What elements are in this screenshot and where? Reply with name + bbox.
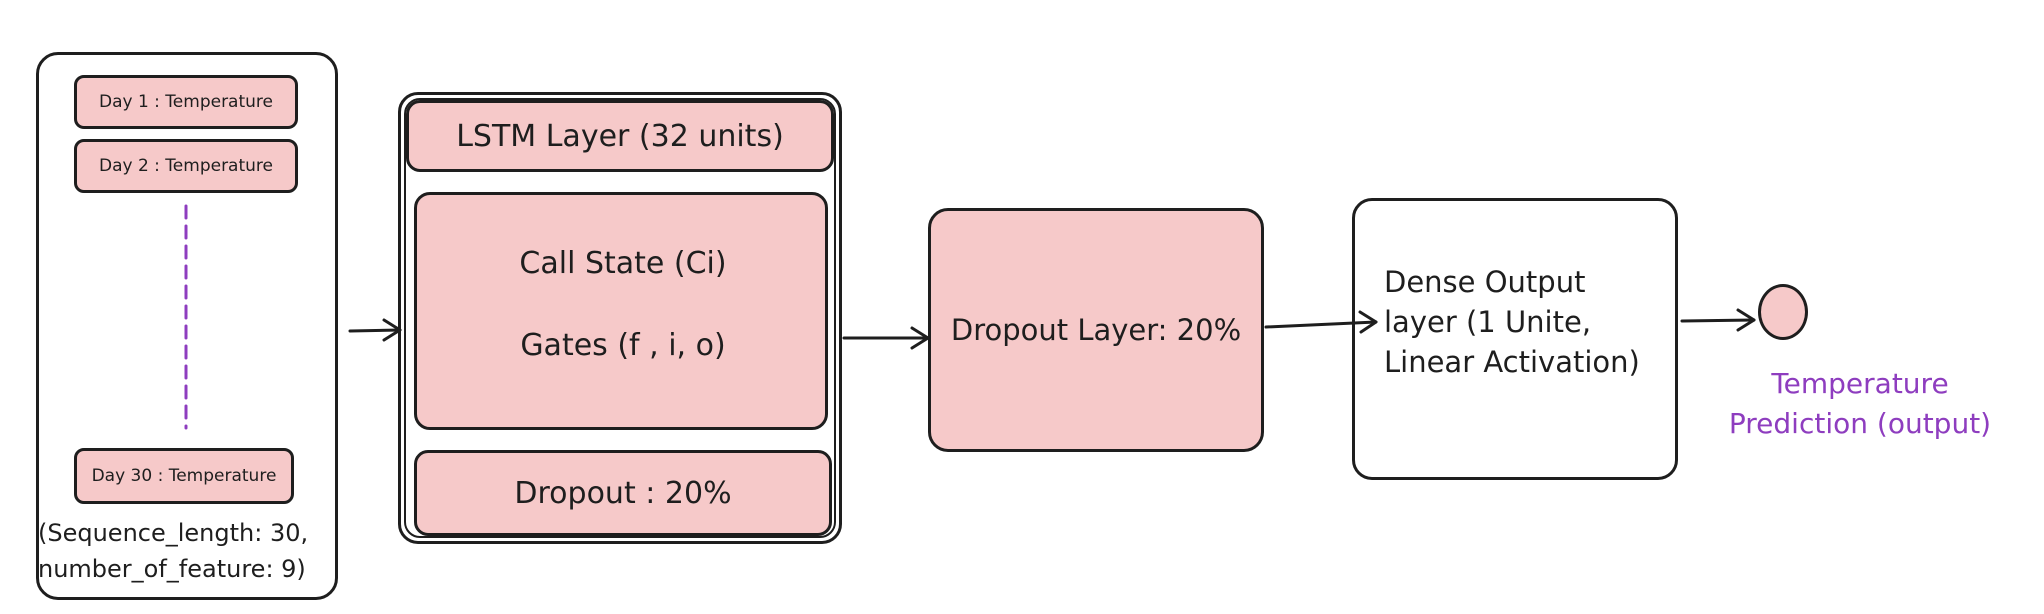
lstm-cell-node [414,192,828,430]
dense-output-label: Dense Output layer (1 Unite, Linear Acti… [1384,265,1640,379]
gates-label: Gates (f , i, o) [520,328,726,363]
lstm-dropout-label: Dropout : 20% [514,475,732,511]
input-shape-note: (Sequence_length: 30, number_of_feature:… [38,519,309,583]
day-30-node: Day 30 : Temperature [74,448,294,504]
day-1-node: Day 1 : Temperature [74,75,298,129]
dropout-layer-label: Dropout Layer: 20% [950,313,1242,347]
day-2-label: Day 2 : Temperature [98,156,273,176]
dropout-layer-node: Dropout Layer: 20% [928,208,1264,452]
lstm-title-label: LSTM Layer (32 units) [456,118,784,154]
output-node [1758,284,1808,340]
lstm-title-node: LSTM Layer (32 units) [406,100,834,172]
arrow-dense-to-output [1680,308,1756,332]
lstm-dropout-node: Dropout : 20% [414,450,832,536]
dense-output-node [1352,198,1678,480]
cell-state-label: Call State (Ci) [519,246,727,281]
day-2-node: Day 2 : Temperature [74,139,298,193]
day-1-label: Day 1 : Temperature [98,92,273,112]
day-30-label: Day 30 : Temperature [91,466,277,486]
arrow-input-to-lstm [348,318,402,342]
output-label: Temperature Prediction (output) [1728,367,1992,440]
lstm-block-inner-border [404,98,836,538]
arrow-lstm-to-dropout [842,326,930,350]
